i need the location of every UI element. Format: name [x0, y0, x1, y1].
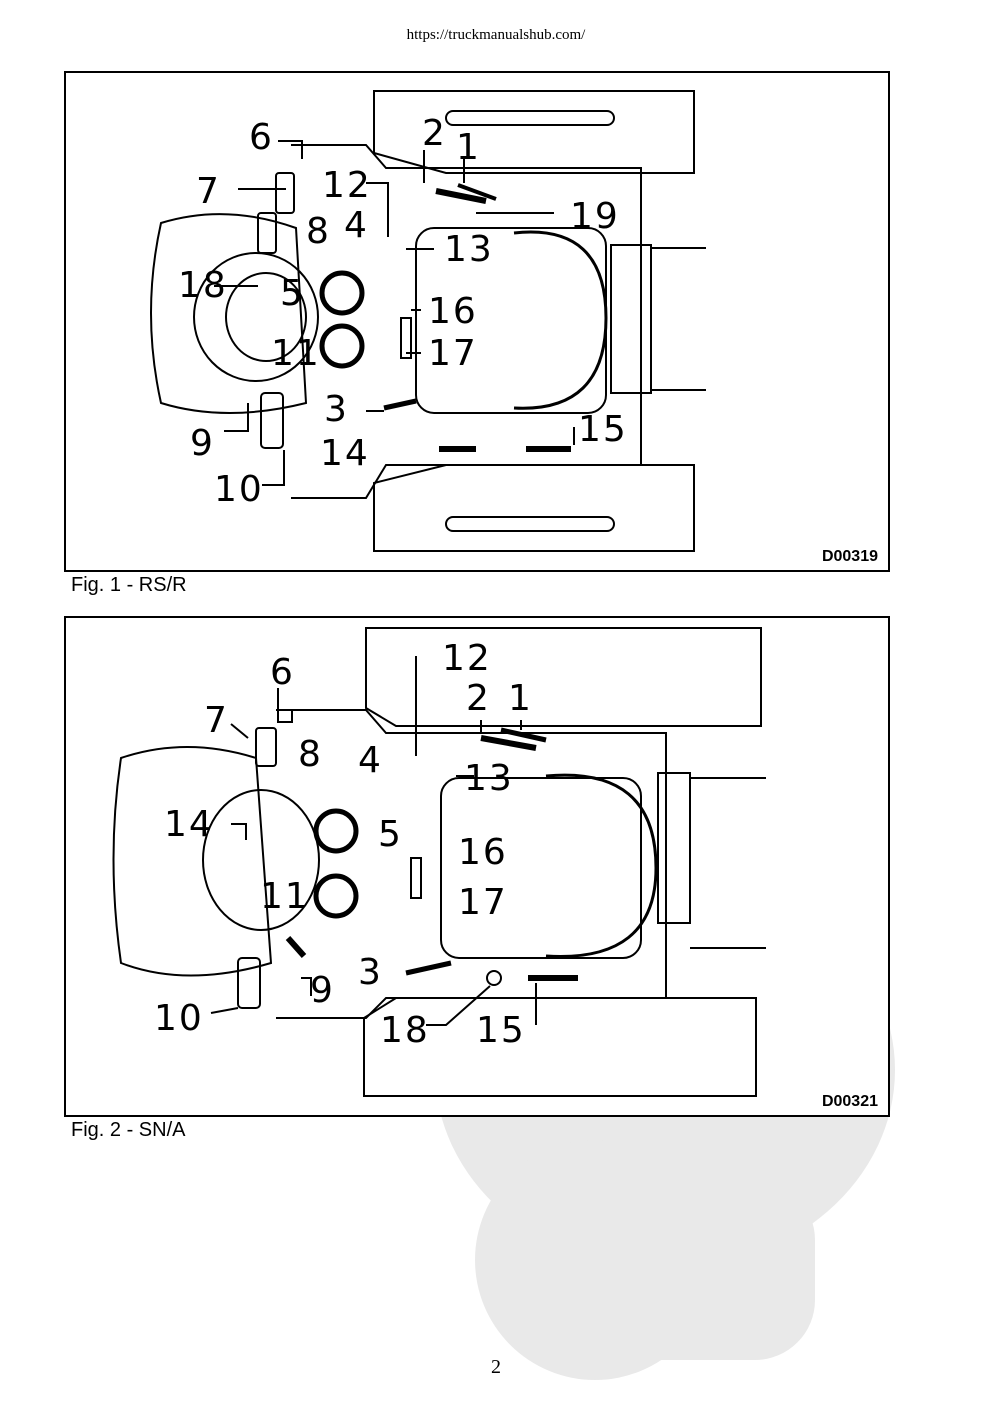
- callout-7: 7: [196, 171, 221, 212]
- callout-6: 6: [249, 117, 274, 158]
- callout-15: 15: [476, 1010, 526, 1051]
- callout-18: 18: [380, 1010, 430, 1051]
- callout-7: 7: [204, 700, 229, 741]
- callout-10: 10: [214, 469, 264, 510]
- callout-5: 5: [378, 814, 403, 855]
- callout-17: 17: [428, 333, 478, 374]
- figure-1-frame: 6 2 1 7 12 19 8 4 13 18 5 16 11 17 3 15 …: [64, 71, 890, 572]
- callout-6: 6: [270, 652, 295, 693]
- figure-2-code: D00321: [821, 1093, 878, 1110]
- callout-9: 9: [190, 423, 215, 464]
- callout-16: 16: [458, 832, 508, 873]
- figure-2-drawing: 12 6 2 1 7 8 4 13 14 5 16 11 17 3 9 10 1…: [112, 627, 766, 1097]
- callout-11: 11: [271, 333, 321, 374]
- callout-12: 12: [442, 638, 492, 679]
- callout-1: 1: [456, 127, 481, 168]
- callout-3: 3: [324, 389, 349, 430]
- source-url: https://truckmanualshub.com/: [406, 27, 586, 43]
- callout-14: 14: [164, 804, 214, 845]
- callout-8: 8: [298, 734, 323, 775]
- callout-8: 8: [306, 211, 331, 252]
- callout-10: 10: [154, 998, 204, 1039]
- callout-1: 1: [508, 678, 533, 719]
- callout-4: 4: [344, 205, 369, 246]
- callout-2: 2: [466, 678, 491, 719]
- callout-12: 12: [322, 165, 372, 206]
- callout-11: 11: [260, 876, 310, 917]
- callout-9: 9: [310, 970, 335, 1011]
- figure-2-frame: 12 6 2 1 7 8 4 13 14 5 16 11 17 3 9 10 1…: [64, 616, 890, 1117]
- callout-15: 15: [578, 409, 628, 450]
- figure-1-caption: Fig. 1 - RS/R: [71, 574, 187, 596]
- figure-1-code: D00319: [821, 548, 878, 565]
- figure-1-drawing: 6 2 1 7 12 19 8 4 13 18 5 16 11 17 3 15 …: [150, 90, 706, 552]
- callout-4: 4: [358, 740, 383, 781]
- figure-2-caption: Fig. 2 - SN/A: [71, 1119, 186, 1141]
- callout-13: 13: [464, 758, 514, 799]
- page-number: 2: [491, 1356, 501, 1378]
- callout-17: 17: [458, 882, 508, 923]
- callout-18: 18: [178, 265, 228, 306]
- callout-19: 19: [570, 196, 620, 237]
- callout-5: 5: [280, 273, 305, 314]
- callout-2: 2: [422, 113, 447, 154]
- callout-14: 14: [320, 433, 370, 474]
- callout-3: 3: [358, 952, 383, 993]
- callout-13: 13: [444, 229, 494, 270]
- callout-16: 16: [428, 291, 478, 332]
